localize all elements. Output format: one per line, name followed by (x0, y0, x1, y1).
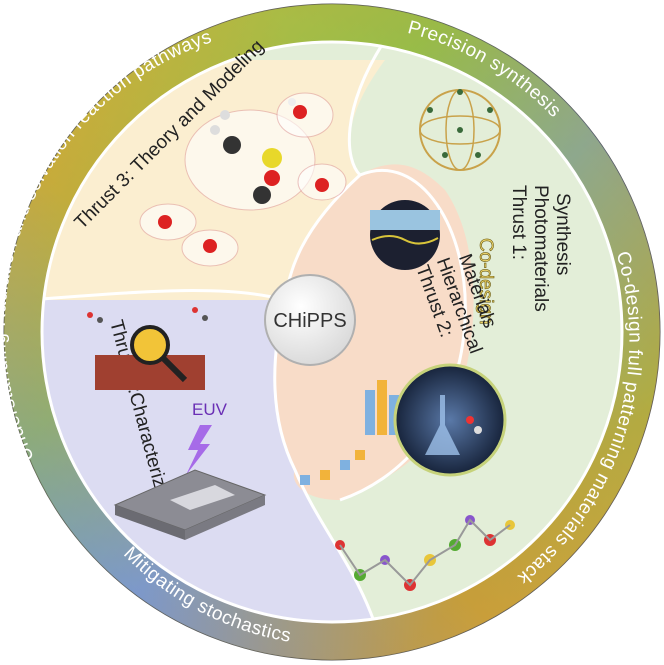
cluster-sphere-illustration (419, 89, 501, 171)
magnifier-illustration (87, 307, 208, 390)
euv-label: EUV (192, 400, 228, 419)
lab-glassware-illustration (393, 363, 507, 477)
thrust1-label: Thrust 1: Photomaterials Synthesis (508, 185, 573, 312)
thrust1-line1: Thrust 1: (508, 185, 529, 260)
inner-disk-border (40, 40, 624, 624)
center-label: CHiPPS (273, 310, 346, 332)
molecular-chain-illustration (335, 515, 515, 591)
wafer-illustration (113, 469, 267, 540)
divider-curve-3 (339, 168, 467, 502)
center-circle (264, 274, 356, 366)
lightning-bolt-icon (186, 425, 212, 475)
codesign-label: Co-design (475, 238, 496, 325)
surface-circle-illustration (370, 200, 440, 270)
molecule-mesh-illustration (139, 92, 347, 267)
thrust1-line3: Synthesis (552, 193, 573, 275)
thrust1-line2: Photomaterials (530, 185, 551, 312)
